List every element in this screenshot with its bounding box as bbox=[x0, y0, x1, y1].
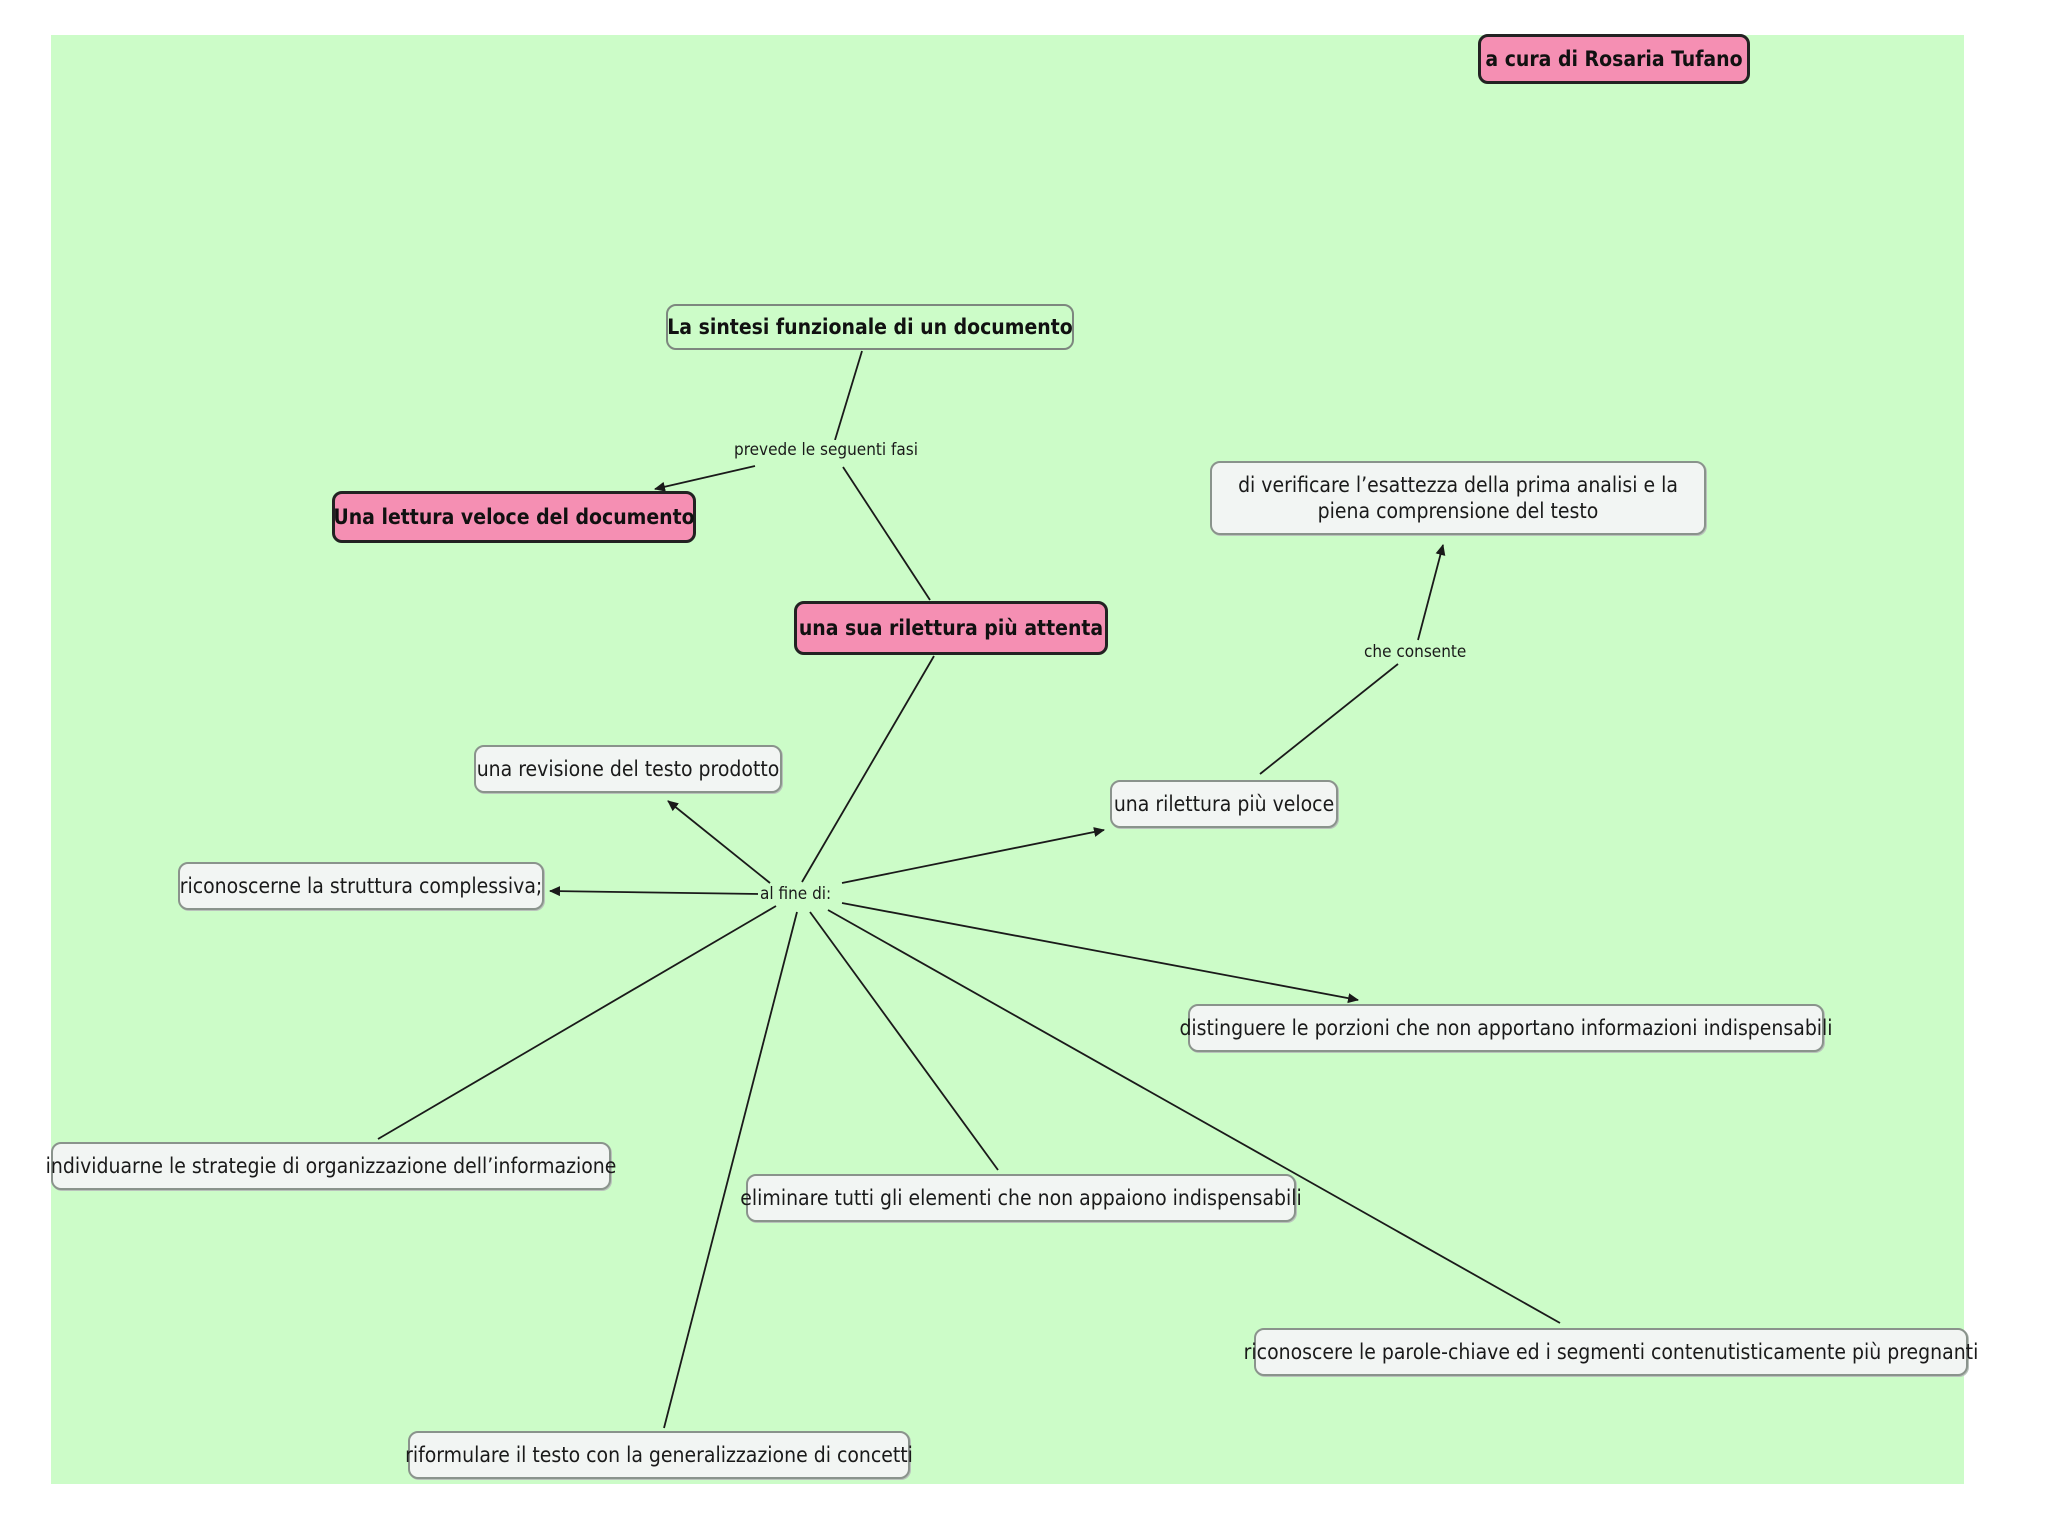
phase-1-node: Una lettura veloce del documento bbox=[332, 491, 696, 543]
edge-to-rilettura-veloce bbox=[841, 827, 1105, 884]
edge-to-eliminare bbox=[809, 911, 999, 1171]
link-label-phases: prevede le seguenti fasi bbox=[732, 440, 920, 460]
verifica-text: di verificare l’esattezza della prima an… bbox=[1238, 473, 1678, 523]
phase-2-node: una sua rilettura più attenta bbox=[794, 601, 1108, 655]
verifica-node: di verificare l’esattezza della prima an… bbox=[1210, 461, 1706, 535]
purpose-revisione-text: una revisione del testo prodotto bbox=[476, 756, 780, 781]
purpose-strategie-node: individuarne le strategie di organizzazi… bbox=[46, 1142, 616, 1190]
edge-root-to-phases-label bbox=[834, 350, 863, 441]
edge-to-distinguere bbox=[841, 902, 1359, 1004]
purpose-parole-chiave-text: riconoscere le parole-chiave ed i segmen… bbox=[1243, 1339, 1979, 1364]
purpose-rilettura-veloce-text: una rilettura più veloce bbox=[1113, 791, 1335, 816]
purpose-distinguere-text: distinguere le porzioni che non apportan… bbox=[1179, 1015, 1833, 1040]
link-label-purpose-text: al fine di: bbox=[760, 884, 832, 904]
edge-to-phase-1 bbox=[654, 465, 756, 492]
purpose-revisione-node: una revisione del testo prodotto bbox=[474, 745, 782, 793]
root-concept-text: La sintesi funzionale di un documento bbox=[667, 314, 1073, 339]
purpose-eliminare-node: eliminare tutti gli elementi che non app… bbox=[740, 1174, 1302, 1222]
purpose-distinguere-node: distinguere le porzioni che non apportan… bbox=[1179, 1004, 1833, 1052]
link-label-phases-text: prevede le seguenti fasi bbox=[734, 440, 918, 460]
edge-to-riformulare bbox=[663, 911, 798, 1429]
author-credit-text: a cura di Rosaria Tufano bbox=[1485, 46, 1743, 71]
purpose-riformulare-node: riformulare il testo con la generalizzaz… bbox=[405, 1431, 913, 1479]
edge-to-parole-chiave bbox=[827, 909, 1561, 1324]
concept-map-canvas bbox=[51, 35, 1964, 1484]
edge-to-phase-2 bbox=[842, 466, 931, 601]
link-label-consente: che consente bbox=[1362, 642, 1469, 662]
root-concept-node: La sintesi funzionale di un documento bbox=[666, 304, 1074, 350]
purpose-struttura-node: riconoscerne la struttura complessiva; bbox=[178, 862, 544, 910]
phase-1-text: Una lettura veloce del documento bbox=[333, 504, 695, 529]
author-credit: a cura di Rosaria Tufano bbox=[1478, 34, 1750, 84]
phase-2-text: una sua rilettura più attenta bbox=[798, 615, 1104, 640]
edge-phase-2-to-purpose-label bbox=[801, 655, 935, 883]
edge-consente-to-verifica bbox=[1417, 544, 1446, 641]
link-label-consente-text: che consente bbox=[1364, 642, 1467, 662]
purpose-parole-chiave-node: riconoscere le parole-chiave ed i segmen… bbox=[1244, 1328, 1978, 1376]
purpose-strategie-text: individuarne le strategie di organizzazi… bbox=[45, 1153, 617, 1178]
link-label-purpose: al fine di: bbox=[758, 884, 834, 904]
edge-to-revisione bbox=[667, 800, 771, 884]
purpose-struttura-text: riconoscerne la struttura complessiva; bbox=[179, 873, 543, 898]
edge-to-strategie bbox=[377, 905, 777, 1140]
purpose-riformulare-text: riformulare il testo con la generalizzaz… bbox=[405, 1442, 913, 1467]
edge-rilettura-to-consente-label bbox=[1259, 663, 1399, 775]
purpose-rilettura-veloce-node: una rilettura più veloce bbox=[1110, 780, 1338, 828]
purpose-eliminare-text: eliminare tutti gli elementi che non app… bbox=[740, 1185, 1302, 1210]
edge-to-struttura bbox=[549, 886, 761, 897]
